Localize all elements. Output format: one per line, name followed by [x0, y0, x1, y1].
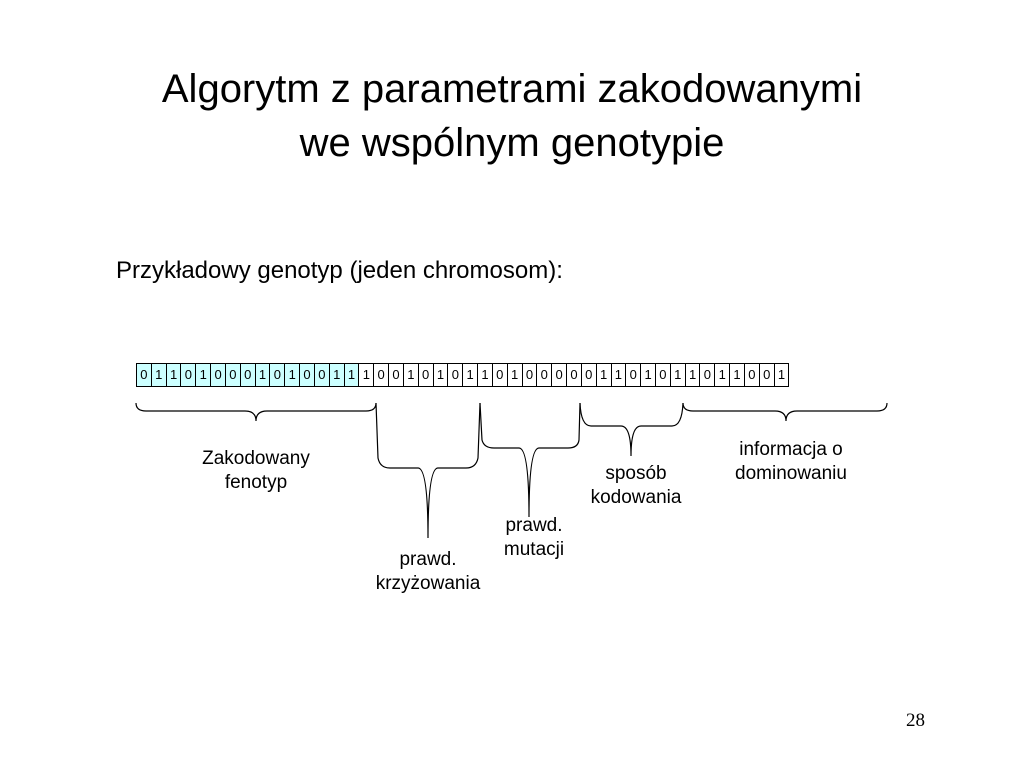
subtitle: Przykładowy genotyp (jeden chromosom):	[116, 257, 563, 284]
bit-cell: 0	[240, 364, 256, 386]
bit-cell: 1	[641, 364, 656, 386]
bit-cell: 0	[760, 364, 775, 386]
page-number: 28	[906, 710, 925, 731]
bit-cell: 1	[730, 364, 745, 386]
label-dominance: informacja o dominowaniu	[735, 439, 847, 484]
label-encoding: sposób kodowania	[590, 463, 682, 508]
bit-cell: 0	[523, 364, 538, 386]
bit-cell: 0	[567, 364, 582, 386]
title-line-2: we wspólnym genotypie	[299, 121, 725, 165]
bit-cell: 0	[137, 364, 152, 386]
bit-cell: 0	[211, 364, 226, 386]
bit-cell: 1	[775, 364, 790, 386]
bit-cell: 0	[656, 364, 671, 386]
bit-cell: 0	[225, 364, 241, 386]
bit-cell: 1	[196, 364, 212, 386]
bit-cell: 1	[686, 364, 701, 386]
bit-cell: 1	[478, 364, 493, 386]
bit-cell: 0	[552, 364, 568, 386]
bit-cell: 1	[329, 364, 345, 386]
bit-cell: 0	[270, 364, 286, 386]
bit-cell: 0	[314, 364, 330, 386]
bit-cell: 0	[493, 364, 508, 386]
bit-cell: 0	[389, 364, 404, 386]
brace-phenotype	[135, 402, 377, 422]
bit-cell: 0	[626, 364, 642, 386]
label-phenotype: Zakodowany fenotyp	[202, 448, 310, 493]
brace-encoding	[579, 402, 684, 457]
bit-cell: 0	[181, 364, 197, 386]
bit-cell: 0	[300, 364, 315, 386]
bit-cell: 1	[166, 364, 182, 386]
bit-cell: 0	[419, 364, 434, 386]
brace-dominance	[682, 402, 888, 422]
bit-cell: 0	[582, 364, 597, 386]
bit-cell: 1	[151, 364, 167, 386]
slide-title: Algorytm z parametrami zakodowanymi we w…	[0, 62, 1024, 170]
brace-mutation	[479, 402, 581, 518]
bit-cell: 0	[537, 364, 553, 386]
label-mutation: prawd. mutacji	[503, 515, 565, 560]
label-crossover: prawd. krzyżowania	[375, 549, 481, 594]
title-line-1: Algorytm z parametrami zakodowanymi	[161, 67, 863, 111]
bit-cell: 1	[508, 364, 523, 386]
bit-cell: 1	[671, 364, 686, 386]
bit-cell: 1	[715, 364, 731, 386]
bit-cell: 1	[404, 364, 419, 386]
bit-cell: 1	[255, 364, 271, 386]
bit-cell: 0	[448, 364, 464, 386]
bit-cell: 0	[700, 364, 716, 386]
bit-cell: 1	[359, 364, 375, 386]
bit-cell: 1	[434, 364, 449, 386]
bit-cell: 1	[463, 364, 479, 386]
bit-cell: 1	[285, 364, 301, 386]
bit-cell: 1	[612, 364, 627, 386]
bit-cell: 0	[374, 364, 390, 386]
bit-cell: 1	[597, 364, 612, 386]
bit-cell: 0	[745, 364, 760, 386]
brace-crossover	[375, 402, 481, 539]
bit-cell: 1	[344, 364, 360, 386]
